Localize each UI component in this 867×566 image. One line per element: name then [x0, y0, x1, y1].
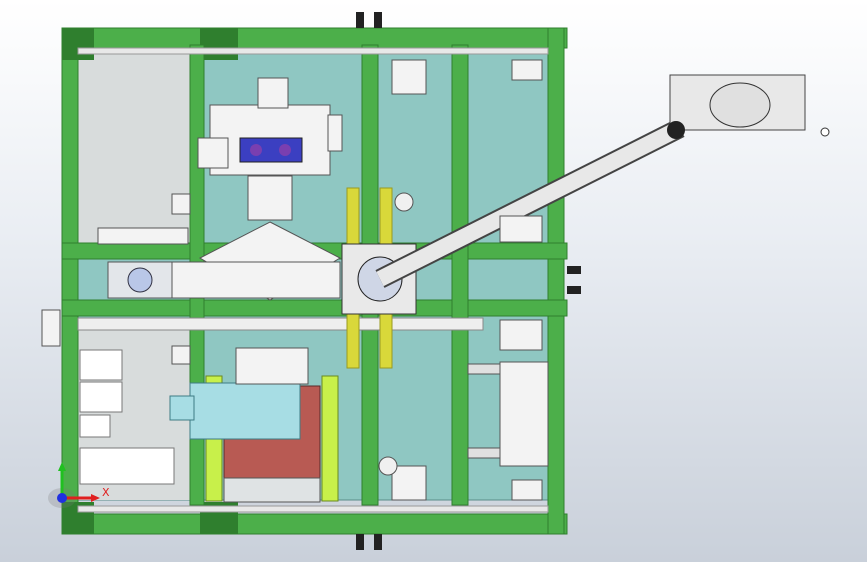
fixture-block-center [171, 261, 341, 299]
triad-graphic [48, 462, 100, 508]
rail-vertical-3 [451, 44, 469, 506]
frame-top-rail [61, 27, 568, 49]
right-pad-bottom [511, 479, 543, 501]
fixture-motor-left [127, 267, 153, 293]
right-connector-top [567, 266, 581, 274]
top-connector-right [374, 12, 382, 28]
left-edge-bracket [41, 309, 61, 347]
top-bracket-a [391, 59, 427, 95]
right-cylinder-rod-bottom [467, 447, 501, 459]
positioner-star [198, 221, 342, 301]
aluminum-profile-bottom [77, 505, 549, 513]
gripper-purple-left [250, 144, 262, 156]
top-connector-left [356, 12, 364, 28]
gripper-left-fixture [197, 137, 229, 169]
robot-link-long-face [376, 120, 684, 287]
coordinate-triad-icon: X [46, 458, 116, 514]
aluminum-profile-top [77, 47, 549, 55]
robot-cable-end [820, 127, 830, 137]
right-cylinder-rod-top [467, 363, 501, 375]
gripper-blue-plate [239, 137, 303, 163]
bottom-bracket-a [391, 465, 427, 501]
aluminum-profile-mid [77, 317, 484, 331]
rail-horizontal-lower [61, 299, 568, 317]
gripper-purple-right [279, 144, 291, 156]
white-part-1 [79, 349, 123, 381]
right-cylinder-housing [499, 361, 549, 467]
left-side-bracket [171, 193, 191, 215]
gripper-right-fixture [327, 114, 343, 152]
robot-joint-elbow [667, 121, 685, 139]
right-bracket-top [499, 215, 543, 243]
right-pad-top [511, 59, 543, 81]
triad-x-label: X [102, 486, 110, 499]
gripper-top-block [257, 77, 289, 109]
left-panel [78, 45, 190, 245]
lower-base-plate [223, 477, 321, 503]
frame-right-rail [547, 27, 565, 535]
lower-plate-lime-right [321, 375, 339, 502]
frame-corner-tl [62, 28, 94, 60]
left-side-bracket-lower [171, 345, 191, 365]
bottom-connector-left [356, 534, 364, 550]
frame-corner-tm [200, 28, 238, 60]
left-clamp-bracket [97, 227, 189, 245]
right-connector-bottom [567, 286, 581, 294]
round-post-bottom [378, 456, 398, 476]
round-post-top [394, 192, 414, 212]
gripper-arm-block [247, 175, 293, 221]
white-part-3 [79, 414, 111, 438]
bottom-connector-right [374, 534, 382, 550]
lower-gripper-block [235, 347, 309, 385]
triad-z-axis [57, 493, 67, 503]
white-part-2 [79, 381, 123, 413]
lower-cyan-nozzle [169, 395, 195, 421]
white-part-4 [79, 447, 175, 485]
robot-joint-head [709, 82, 771, 128]
frame-bottom-rail [61, 513, 568, 535]
right-bracket-mid [499, 319, 543, 351]
lower-cyan-housing [189, 382, 301, 440]
